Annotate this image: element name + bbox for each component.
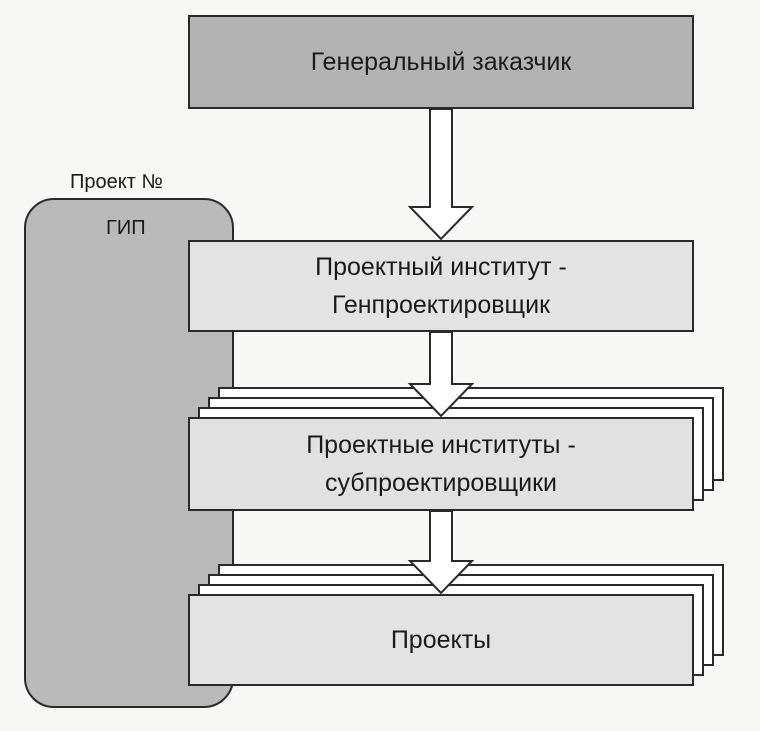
- projects-text: Проекты: [390, 626, 492, 654]
- gip-label: ГИП: [106, 217, 146, 239]
- projects-box: Проекты: [188, 594, 694, 686]
- arrow-sub-to-projects: [407, 510, 475, 595]
- general-designer-box: Проектный институт - Генпроектировщик: [188, 240, 694, 332]
- subcontractors-box: Проектные институты - субпроектировщики: [188, 417, 694, 511]
- general-customer-box: Генеральный заказчик: [188, 15, 694, 109]
- subcontractors-text: Проектные институты - субпроектировщики: [306, 431, 576, 497]
- arrow-customer-to-general: [407, 108, 475, 241]
- general-designer-text: Проектный институт - Генпроектировщик: [315, 253, 567, 319]
- arrow-general-to-sub: [407, 331, 475, 418]
- general-customer-text: Генеральный заказчик: [310, 48, 572, 76]
- project-number-label: Проект №: [70, 171, 163, 193]
